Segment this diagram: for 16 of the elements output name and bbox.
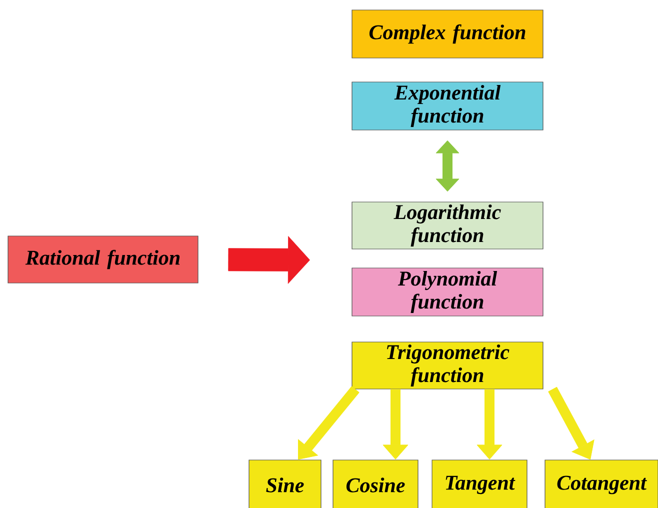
function-box: Tangent: [432, 460, 528, 508]
block-arrow: [476, 389, 502, 460]
function-box: Trigonometric function: [352, 342, 544, 390]
function-box: Logarithmic function: [352, 202, 544, 250]
block-arrow: [548, 386, 594, 460]
block-arrow: [382, 389, 408, 460]
function-box: Exponential function: [352, 82, 544, 130]
function-box: Complex function: [352, 10, 544, 58]
function-box: Polynomial function: [352, 268, 544, 316]
block-arrow: [228, 236, 310, 284]
function-box: Sine: [248, 460, 322, 508]
function-box: Rational function: [8, 236, 198, 284]
block-arrow: [298, 386, 360, 460]
function-box: Cosine: [332, 460, 418, 508]
function-box: Cotangent: [544, 460, 658, 508]
block-arrow: [436, 140, 460, 192]
